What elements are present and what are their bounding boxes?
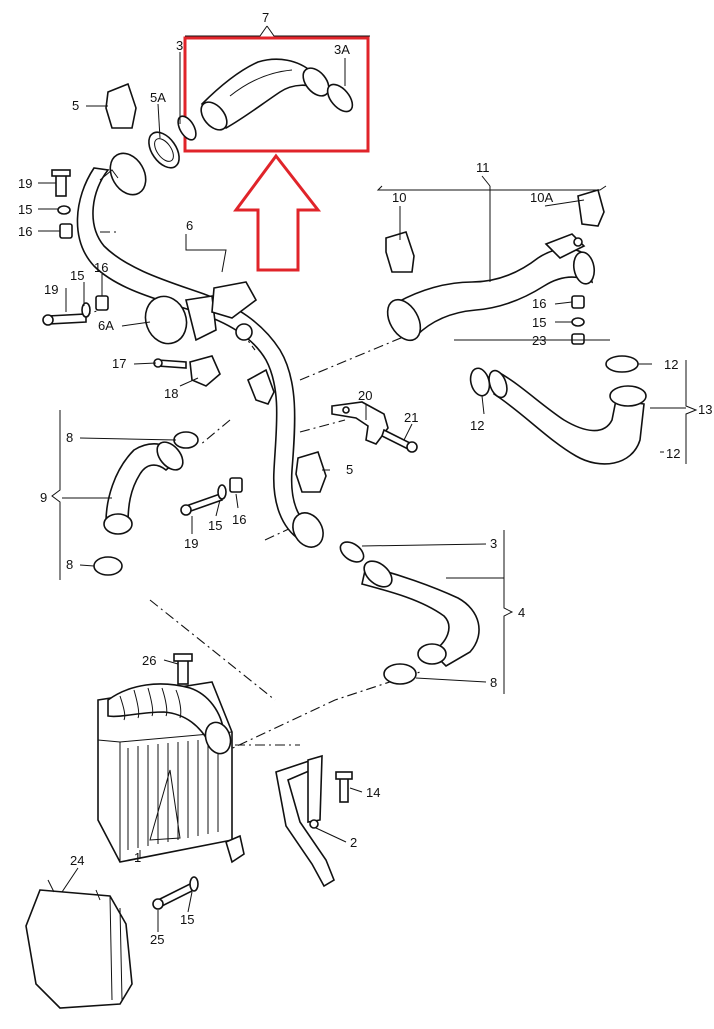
label-16-b: 16: [94, 260, 108, 275]
label-8-a: 8: [66, 430, 73, 445]
hose-clamp-5A[interactable]: [143, 127, 186, 174]
label-23: 23: [532, 333, 546, 348]
label-8-c: 8: [490, 675, 497, 690]
seal-ring-12-top[interactable]: [605, 355, 639, 373]
label-13: 13: [698, 402, 712, 417]
bracket-6A[interactable]: [139, 291, 217, 350]
highlight-frame: [183, 36, 370, 153]
bolt-26[interactable]: [173, 653, 193, 685]
bolt-19-mid[interactable]: [180, 492, 224, 516]
hose-9[interactable]: [103, 437, 188, 535]
label-15-a: 15: [18, 202, 32, 217]
label-5-mid: 5: [346, 462, 353, 477]
label-6: 6: [186, 218, 193, 233]
label-12-c: 12: [666, 446, 680, 461]
label-15-e: 15: [180, 912, 194, 927]
label-4: 4: [518, 605, 525, 620]
intercooler-1[interactable]: [97, 681, 245, 864]
label-9: 9: [40, 490, 47, 505]
clip-bracket-mid[interactable]: [246, 368, 275, 405]
nut-16-mid[interactable]: [229, 477, 243, 493]
seal-ring-8-upper-left[interactable]: [173, 431, 199, 449]
callout-labels: 7 3 3A 5 5A 19 15 16 6 15 16 19 6A 17 18…: [18, 10, 712, 947]
bolt-21[interactable]: [381, 428, 418, 453]
leader-lines: [38, 25, 698, 932]
label-20: 20: [358, 388, 372, 403]
label-21: 21: [404, 410, 418, 425]
label-5-top: 5: [72, 98, 79, 113]
washer-15-bottom[interactable]: [189, 876, 199, 892]
label-2: 2: [350, 835, 357, 850]
bolt-19-upper[interactable]: [51, 169, 71, 197]
seal-ring-3-top[interactable]: [174, 113, 199, 143]
pressure-pipe-11[interactable]: [381, 233, 597, 346]
label-24: 24: [70, 853, 84, 868]
hose-4[interactable]: [359, 556, 480, 668]
bolt-14[interactable]: [335, 771, 353, 803]
sensor-18[interactable]: [189, 355, 221, 387]
pressure-pipe-6[interactable]: [76, 147, 314, 542]
seal-ring-8-lower-right[interactable]: [383, 663, 417, 685]
washer-15-right[interactable]: [571, 317, 585, 327]
label-19-b: 19: [44, 282, 58, 297]
gasket-10A[interactable]: [577, 188, 605, 227]
label-1: 1: [134, 850, 141, 865]
label-10A: 10A: [530, 190, 553, 205]
hose-7[interactable]: [196, 58, 334, 134]
nut-16-right[interactable]: [571, 295, 585, 309]
washer-15-mid[interactable]: [217, 484, 227, 500]
label-11: 11: [476, 160, 490, 175]
label-26: 26: [142, 653, 156, 668]
washer-15-upper[interactable]: [57, 205, 71, 215]
gasket-10[interactable]: [385, 231, 415, 273]
nut-23[interactable]: [571, 333, 585, 345]
label-19-c: 19: [184, 536, 198, 551]
label-6A: 6A: [98, 318, 114, 333]
label-7: 7: [262, 10, 269, 25]
label-3-top: 3: [176, 38, 183, 53]
seal-ring-3-mid[interactable]: [337, 538, 367, 566]
intercooler-fins: [127, 738, 219, 850]
label-25: 25: [150, 932, 164, 947]
bracket-20[interactable]: [331, 401, 389, 445]
nut-16-left[interactable]: [95, 295, 109, 311]
seal-ring-12-left[interactable]: [468, 366, 493, 398]
gasket-5-mid[interactable]: [295, 451, 327, 493]
label-16-a: 16: [18, 224, 32, 239]
seal-ring-8-lower-left[interactable]: [93, 556, 123, 576]
seal-ring-3A[interactable]: [323, 80, 357, 116]
hose-13[interactable]: [486, 368, 647, 465]
washer-15-left[interactable]: [81, 302, 91, 318]
mounting-bracket-6-flange[interactable]: [211, 281, 258, 341]
label-16-c: 16: [532, 296, 546, 311]
label-18: 18: [164, 386, 178, 401]
label-17: 17: [112, 356, 126, 371]
label-15-c: 15: [532, 315, 546, 330]
bolt-19-left[interactable]: [42, 313, 87, 326]
label-8-b: 8: [66, 557, 73, 572]
label-14: 14: [366, 785, 380, 800]
label-12-b: 12: [470, 418, 484, 433]
bolt-17[interactable]: [153, 358, 187, 369]
nut-16-upper[interactable]: [59, 223, 73, 239]
gasket-5-top[interactable]: [105, 82, 137, 129]
label-3-mid: 3: [490, 536, 497, 551]
bracket-2[interactable]: [275, 754, 335, 888]
bolt-25[interactable]: [152, 882, 196, 910]
label-10: 10: [392, 190, 406, 205]
assembly-dash-lines: [61, 231, 421, 755]
label-3A: 3A: [334, 42, 350, 57]
pipe-end-ring-mid[interactable]: [287, 507, 329, 552]
label-5A: 5A: [150, 90, 166, 105]
label-16-d: 16: [232, 512, 246, 527]
label-15-b: 15: [70, 268, 84, 283]
label-15-d: 15: [208, 518, 222, 533]
label-19-a: 19: [18, 176, 32, 191]
label-12-a: 12: [664, 357, 678, 372]
highlight-up-arrow-icon: [233, 153, 322, 272]
air-duct-24[interactable]: [25, 879, 133, 1009]
